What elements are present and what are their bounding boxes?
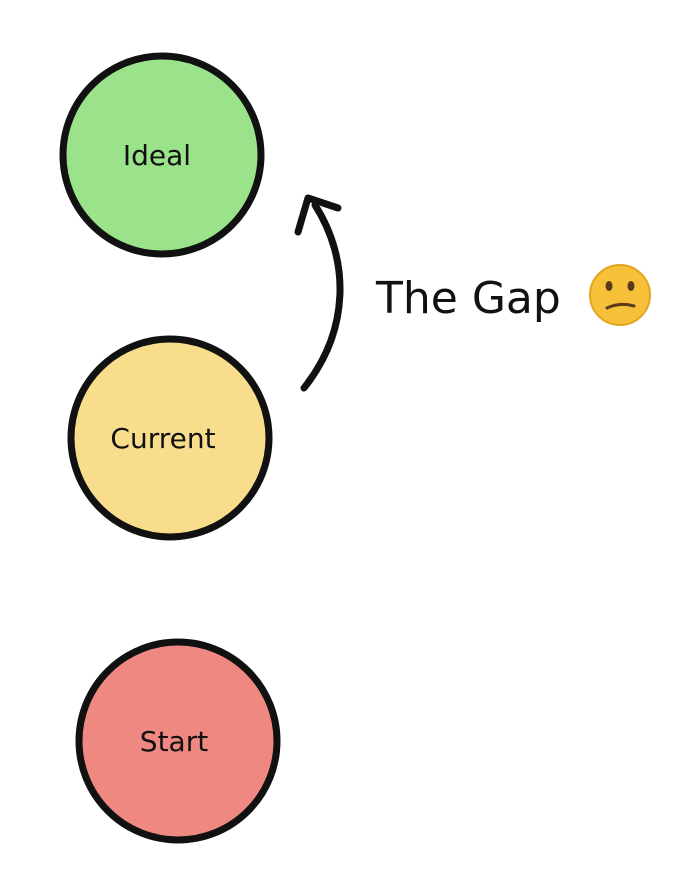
node-start-label: Start xyxy=(140,725,208,758)
gap-label: The Gap xyxy=(375,273,561,324)
node-current-circle xyxy=(67,335,273,541)
confused-face-icon xyxy=(589,264,651,326)
node-start-circle xyxy=(75,638,281,844)
gap-arrow xyxy=(294,194,344,392)
gap-arrow-shaft xyxy=(300,201,344,392)
node-ideal: Ideal xyxy=(59,52,265,258)
node-ideal-circle xyxy=(59,52,265,258)
gap-arrow-head xyxy=(294,194,342,236)
node-start: Start xyxy=(75,638,281,844)
node-ideal-label: Ideal xyxy=(123,139,191,172)
node-current-label: Current xyxy=(110,422,215,455)
node-current: Current xyxy=(67,335,273,541)
